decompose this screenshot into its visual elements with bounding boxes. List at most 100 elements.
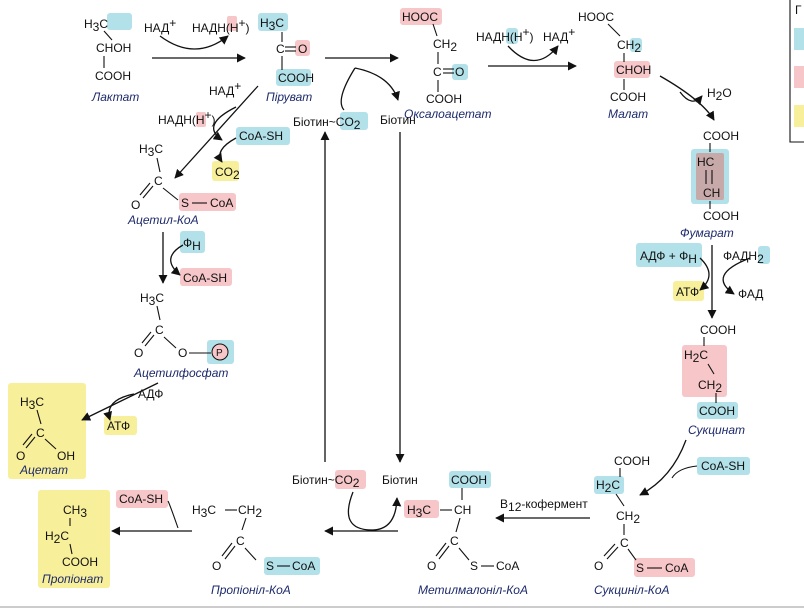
coash-acetylphosphate-label: CoA-SH: [183, 271, 227, 285]
svg-text:O: O: [455, 65, 464, 79]
biotin-upper-curve-left: [340, 67, 356, 111]
atp-fumarate-highlight: [673, 281, 704, 301]
svg-text:H3C: H3C: [192, 503, 216, 520]
methylmalonyl-h3c-highlight: [404, 500, 439, 518]
oxaloacetate-name: Оксалоацетат: [404, 107, 491, 121]
svg-text:COOH: COOH: [703, 129, 739, 143]
acetylphosphate-name: Ацетилфосфат: [133, 366, 228, 380]
arrow-fn-coash: [170, 244, 184, 276]
svg-text:C: C: [276, 42, 285, 56]
acetylcoa-s-coa-highlight: [179, 193, 236, 211]
svg-text:CHOH: CHOH: [616, 63, 651, 77]
svg-text:O: O: [427, 559, 436, 573]
atp-fumarate-label: АТФ: [676, 285, 699, 299]
biotin-co2-lower-label: Біотин~CO2: [292, 473, 360, 490]
biotin-co2-lower-highlight: [335, 470, 366, 489]
fumarate: COOH HC CH COOH Фумарат: [680, 129, 739, 240]
highlight-boxes: [8, 8, 804, 588]
svg-text:HOOC: HOOC: [578, 10, 614, 24]
svg-text:COOH: COOH: [699, 404, 735, 418]
malate: HOOC CH2 CHOH COOH Малат: [578, 10, 651, 121]
svg-text:H3C: H3C: [84, 17, 108, 34]
coash-acetylphosphate-highlight: [180, 268, 232, 286]
pyruvate: H3C C O COOH Піруват: [260, 16, 314, 104]
atp-acetate-label: АТФ: [107, 419, 130, 433]
propionyl-sCoA-highlight: [264, 557, 320, 575]
coash-succinyl-highlight: [697, 457, 750, 475]
methylmalonylcoa-name: Метилмалоніл-КоА: [418, 583, 528, 597]
biotin-co2-upper-label: Біотин~CO2: [293, 115, 361, 132]
atp-acetate-highlight: [104, 416, 137, 435]
svg-text:O: O: [16, 449, 25, 463]
svg-text:CH: CH: [703, 186, 720, 200]
legend: Г: [789, 0, 804, 143]
legend-frame: [789, 0, 804, 143]
pyruvate-cooh-highlight: [276, 69, 311, 86]
svg-text:CoA: CoA: [496, 559, 519, 573]
svg-text:HOOC: HOOC: [402, 10, 438, 24]
svg-text:C: C: [236, 534, 245, 548]
svg-text:S: S: [181, 196, 189, 210]
legend-yellow-swatch: [794, 105, 804, 127]
svg-text:O: O: [298, 42, 307, 56]
fn-label: ФН: [183, 236, 201, 253]
adp-fn-highlight: [636, 243, 702, 267]
svg-text:H3C: H3C: [139, 142, 163, 159]
svg-text:H3C: H3C: [140, 291, 164, 308]
svg-text:S: S: [470, 559, 478, 573]
svg-text:H3C: H3C: [407, 503, 431, 520]
nadh-h-top-highlight: [227, 16, 237, 31]
fadh-h-highlight: [758, 246, 770, 264]
fadh-label: ФАДН2: [723, 249, 764, 266]
coash-join-propionate: [167, 500, 179, 529]
lactate: H3C CHOH COOH Лактат: [84, 17, 139, 104]
svg-text:H2C: H2C: [596, 478, 620, 495]
legend-blue-swatch: [794, 28, 804, 50]
biotin-lower-label: Біотин: [382, 473, 418, 487]
succinate-ch2-highlight: [682, 345, 727, 397]
coash-pyruvate-label: CoA-SH: [239, 129, 283, 143]
methylmalonyl-cooh-highlight: [449, 471, 491, 488]
svg-text:CH2: CH2: [433, 37, 457, 54]
propionate-name: Пропіонат: [42, 572, 103, 586]
biotin-upper-curve-right: [354, 67, 400, 101]
adp-acetate-label: АДФ: [138, 387, 163, 401]
acetylcoa-name: Ацетил-КоА: [127, 213, 199, 227]
fumarate-inner-highlight: [696, 153, 724, 200]
svg-text:COOH: COOH: [426, 92, 462, 106]
svg-text:COOH: COOH: [614, 454, 650, 468]
coash-pyruvate-highlight: [236, 127, 290, 145]
succinate: COOH H2C CH2 COOH Сукцинат: [684, 323, 745, 437]
biotin-upper-label: Біотин: [380, 113, 416, 127]
svg-text:COOH: COOH: [703, 209, 739, 223]
co2-acetylcoa-label: CO2: [215, 165, 240, 182]
succinate-name: Сукцинат: [688, 423, 745, 437]
svg-text:O: O: [134, 346, 143, 360]
succinyl-coa: COOH H2C CH2 C O S CoA Сукциніл-КоА: [594, 454, 688, 597]
coash-succinyl-label: CoA-SH: [701, 459, 745, 473]
oxaloacetate-hooc-highlight: [400, 8, 442, 25]
svg-text:CH2: CH2: [617, 38, 641, 55]
coash-propionate-label: CoA-SH: [119, 492, 163, 506]
svg-text:O: O: [178, 346, 187, 360]
svg-text:CoA: CoA: [210, 196, 233, 210]
svg-text:CH2: CH2: [616, 509, 640, 526]
legend-letter: Г: [795, 3, 802, 17]
svg-text:CH2: CH2: [238, 503, 262, 520]
svg-text:COOH: COOH: [610, 90, 646, 104]
oxaloacetate: HOOC CH2 C O COOH Оксалоацетат: [402, 10, 491, 121]
svg-text:H3C: H3C: [20, 395, 44, 412]
svg-text:CoA: CoA: [292, 559, 315, 573]
svg-text:O: O: [212, 559, 221, 573]
propionyl-coa: H3C CH2 C O S CoA Пропіоніл-КоА: [192, 503, 315, 597]
succinylcoa-name: Сукциніл-КоА: [594, 583, 670, 597]
svg-text:O: O: [594, 559, 603, 573]
acetate: H3C C O OH Ацетат: [16, 395, 75, 477]
svg-text:C: C: [433, 65, 442, 79]
arrow-succinate-succinylcoa: [639, 439, 687, 496]
malate-name: Малат: [608, 107, 648, 121]
arrow-malate-fumarate: [659, 75, 715, 121]
oxaloacetate-o-highlight: [452, 64, 468, 80]
